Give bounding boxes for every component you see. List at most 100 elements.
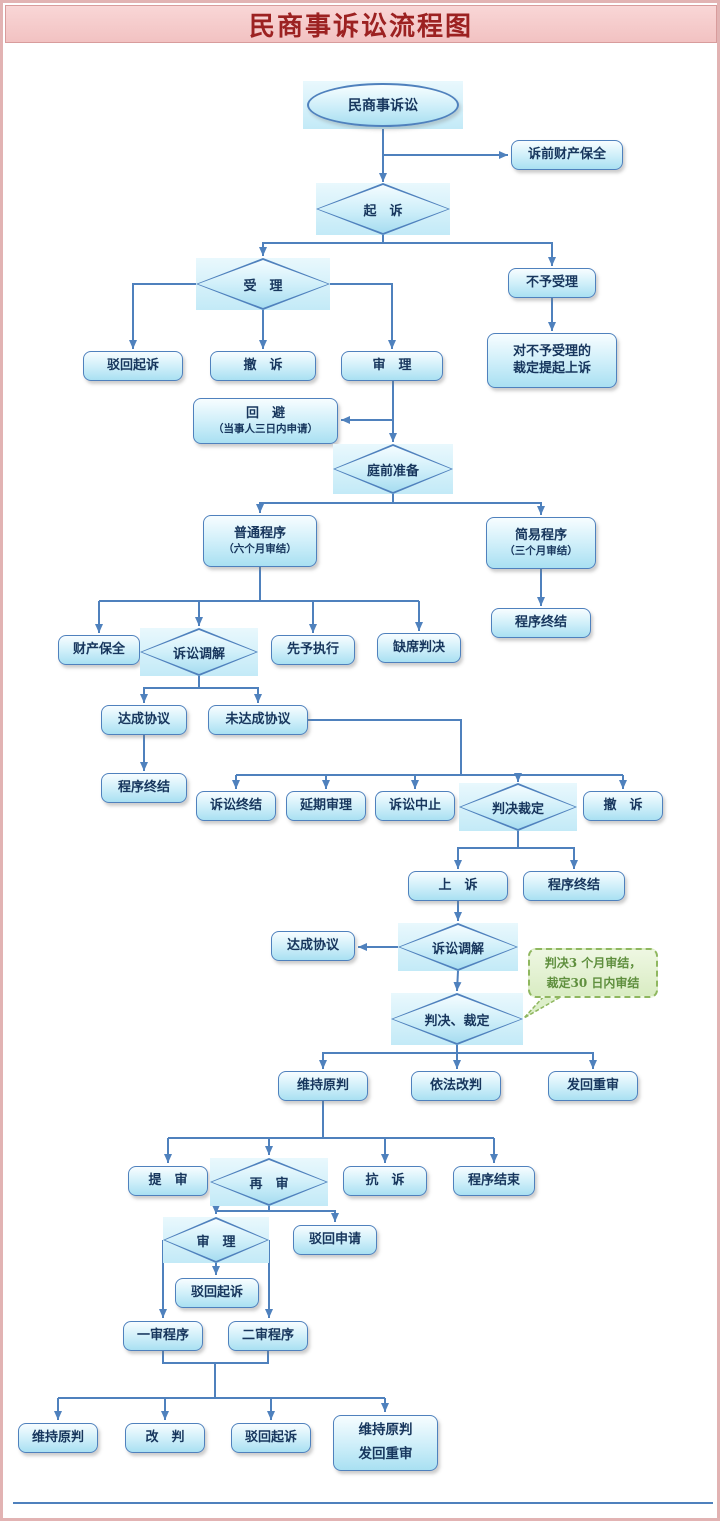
node-agreement-1: 达成协议 xyxy=(101,705,187,735)
node-agreement-2: 达成协议 xyxy=(271,931,355,961)
node-second-instance-label: 二审程序 xyxy=(241,1327,294,1343)
node-second-instance: 二审程序 xyxy=(228,1321,308,1351)
node-procedure-end-1-label: 程序终结 xyxy=(514,614,567,630)
node-remand-retrial-1: 发回重审 xyxy=(548,1071,638,1101)
page-title: 民商事诉讼流程图 xyxy=(248,11,473,42)
node-trial-2-label: 审 理 xyxy=(196,1234,236,1250)
node-amend-label: 改 判 xyxy=(145,1429,185,1445)
node-protest-label: 抗 诉 xyxy=(365,1172,405,1188)
node-affirm-or-remand-line1: 维持原判 xyxy=(358,1422,413,1439)
node-mediation-2: 诉讼调解 xyxy=(398,923,518,971)
node-affirm-original-1-label: 维持原判 xyxy=(296,1077,349,1093)
node-acceptance: 受 理 xyxy=(196,258,330,310)
node-trial-1-label: 审 理 xyxy=(372,357,412,373)
node-dismiss-suit-1: 驳回起诉 xyxy=(83,351,183,381)
node-recusal-line1: 回 避 xyxy=(245,405,285,421)
node-filing-label: 起 诉 xyxy=(363,203,403,219)
node-dismiss-suit-1-label: 驳回起诉 xyxy=(106,357,159,373)
node-postponed-trial: 延期审理 xyxy=(286,791,366,821)
node-reject-application: 驳回申请 xyxy=(293,1225,377,1255)
node-ordinary-procedure-line2: （六个月审结） xyxy=(223,542,297,555)
node-pre-suit-preservation-label: 诉前财产保全 xyxy=(527,146,606,162)
node-property-preservation: 财产保全 xyxy=(58,635,140,665)
node-withdraw-1-label: 撤 诉 xyxy=(243,357,283,373)
node-dismiss-suit-2-label: 驳回起诉 xyxy=(190,1284,243,1300)
node-pretrial-prep-label: 庭前准备 xyxy=(366,463,419,479)
node-start: 民商事诉讼 xyxy=(303,81,463,129)
node-recusal: 回 避 （当事人三日内申请） xyxy=(193,398,338,444)
node-agreement-2-label: 达成协议 xyxy=(286,937,339,953)
node-no-agreement: 未达成协议 xyxy=(208,705,308,735)
node-summary-procedure-line2: （三个月审结） xyxy=(504,544,578,557)
node-dismiss-suit-2: 驳回起诉 xyxy=(175,1278,259,1308)
node-ordinary-procedure-line1: 普通程序 xyxy=(233,525,286,541)
node-judgment-ruling-1-label: 判决裁定 xyxy=(491,801,544,817)
node-default-judgment: 缺席判决 xyxy=(377,633,461,663)
node-bring-up-trial-label: 提 审 xyxy=(148,1172,188,1188)
node-first-instance: 一审程序 xyxy=(123,1321,203,1351)
node-procedure-end-1: 程序终结 xyxy=(491,608,591,638)
node-ordinary-procedure: 普通程序 （六个月审结） xyxy=(203,515,317,567)
node-bring-up-trial: 提 审 xyxy=(128,1166,208,1196)
node-appeal: 上 诉 xyxy=(408,871,508,901)
node-acceptance-label: 受 理 xyxy=(243,278,283,294)
callout-line2: 裁定30 日内审结 xyxy=(546,976,640,990)
node-procedure-end-2-label: 程序终结 xyxy=(117,779,170,795)
start-ellipse: 民商事诉讼 xyxy=(307,83,459,127)
node-default-judgment-label: 缺席判决 xyxy=(392,639,445,655)
node-amend-judgment: 依法改判 xyxy=(411,1071,501,1101)
node-advance-execution-label: 先予执行 xyxy=(286,641,339,657)
node-litigation-suspend-label: 诉讼中止 xyxy=(388,797,441,813)
node-appeal-against-rejection-line1: 对不予受理的 xyxy=(512,343,591,359)
node-affirm-or-remand: 维持原判 发回重审 xyxy=(333,1415,438,1471)
node-postponed-trial-label: 延期审理 xyxy=(299,797,352,813)
node-advance-execution: 先予执行 xyxy=(271,635,355,665)
node-reject-application-label: 驳回申请 xyxy=(308,1231,361,1247)
node-pre-suit-preservation: 诉前财产保全 xyxy=(511,140,623,170)
node-retrial-label: 再 审 xyxy=(249,1176,289,1192)
node-property-preservation-label: 财产保全 xyxy=(72,641,125,657)
node-recusal-line2: （当事人三日内申请） xyxy=(213,422,318,435)
node-not-accepted: 不予受理 xyxy=(508,268,596,298)
node-amend: 改 判 xyxy=(125,1423,205,1453)
node-affirm-original-1: 维持原判 xyxy=(278,1071,368,1101)
node-trial-2: 审 理 xyxy=(163,1217,269,1263)
node-appeal-label: 上 诉 xyxy=(438,877,478,893)
node-procedure-end-3-label: 程序终结 xyxy=(547,877,600,893)
node-procedure-finish: 程序结束 xyxy=(453,1166,535,1196)
callout-note: 判决3 个月审结， 裁定30 日内审结 xyxy=(528,948,658,998)
node-procedure-end-3: 程序终结 xyxy=(523,871,625,901)
node-dismiss-suit-3-label: 驳回起诉 xyxy=(244,1429,297,1445)
node-trial-1: 审 理 xyxy=(341,351,443,381)
node-litigation-end: 诉讼终结 xyxy=(196,791,276,821)
node-summary-procedure-line1: 简易程序 xyxy=(514,527,567,543)
node-remand-retrial-1-label: 发回重审 xyxy=(566,1077,619,1093)
node-protest: 抗 诉 xyxy=(343,1166,427,1196)
node-pretrial-prep: 庭前准备 xyxy=(333,444,453,494)
node-filing: 起 诉 xyxy=(316,183,450,235)
node-agreement-1-label: 达成协议 xyxy=(117,711,170,727)
node-affirm-or-remand-line2: 发回重审 xyxy=(358,1446,413,1462)
node-procedure-end-2: 程序终结 xyxy=(101,773,187,803)
node-withdraw-2-label: 撤 诉 xyxy=(603,797,643,813)
callout-line1: 判决3 个月审结， xyxy=(544,955,642,970)
node-summary-procedure: 简易程序 （三个月审结） xyxy=(486,517,596,569)
node-judgment-ruling-2: 判决、裁定 xyxy=(391,993,523,1045)
node-withdraw-1: 撤 诉 xyxy=(210,351,316,381)
node-amend-judgment-label: 依法改判 xyxy=(429,1077,482,1093)
node-judgment-ruling-1: 判决裁定 xyxy=(459,783,577,831)
node-mediation-2-label: 诉讼调解 xyxy=(431,941,484,957)
node-appeal-against-rejection: 对不予受理的 裁定提起上诉 xyxy=(487,333,617,388)
node-affirm-original-2-label: 维持原判 xyxy=(31,1429,84,1445)
node-judgment-ruling-2-label: 判决、裁定 xyxy=(424,1013,490,1029)
node-retrial: 再 审 xyxy=(210,1158,328,1206)
node-procedure-finish-label: 程序结束 xyxy=(467,1172,520,1188)
node-withdraw-2: 撤 诉 xyxy=(583,791,663,821)
node-litigation-end-label: 诉讼终结 xyxy=(209,797,262,813)
title-bar: 民商事诉讼流程图 xyxy=(5,5,717,43)
node-affirm-original-2: 维持原判 xyxy=(18,1423,98,1453)
node-litigation-suspend: 诉讼中止 xyxy=(375,791,455,821)
callout-tail xyxy=(523,994,567,1019)
node-first-instance-label: 一审程序 xyxy=(136,1327,189,1343)
